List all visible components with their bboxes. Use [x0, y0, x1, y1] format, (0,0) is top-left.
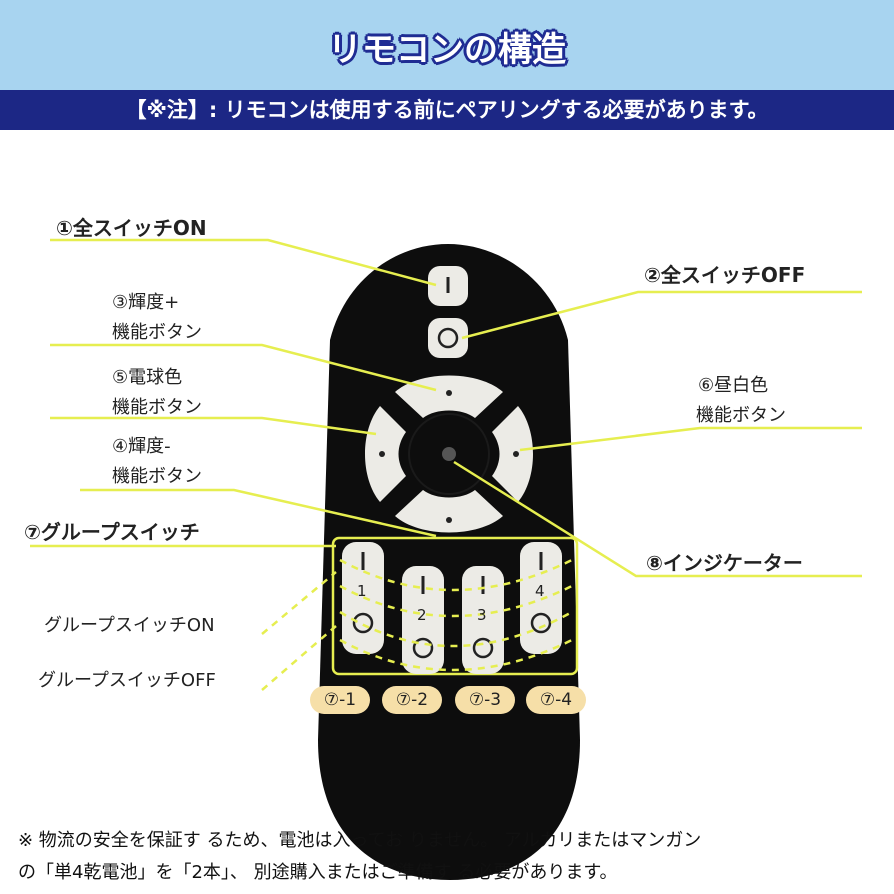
group-3-button — [462, 566, 504, 674]
group-number-1: 1 — [357, 582, 367, 600]
dpad — [365, 375, 533, 533]
label-brightness-up-sub: 機能ボタン — [112, 322, 202, 343]
group-number-4: 4 — [535, 582, 545, 600]
pairing-notice: 【※注】: リモコンは使用する前にペアリングする必要があります。 — [0, 90, 894, 130]
group-switch-frame — [331, 536, 579, 676]
group-off-arc — [339, 610, 573, 648]
pill-group-2: ⑦-2 — [382, 686, 442, 714]
brightness-down-button — [395, 490, 503, 533]
footer-line-1: ※ 物流の安全を保証す るため、電池は入ってお りません。 アルカリまたはマンガ… — [18, 830, 702, 851]
label-all-on: ①全スイッチON — [56, 216, 207, 240]
group-buttons — [342, 542, 562, 674]
pill-group-3: ⑦-3 — [455, 686, 515, 714]
label-warm-color-sub: 機能ボタン — [112, 397, 202, 418]
daylight-button — [492, 406, 533, 502]
group-4-button — [520, 542, 562, 654]
header-banner — [0, 0, 894, 90]
remote-body — [318, 244, 580, 880]
pill-group-1: ⑦-1 — [310, 686, 370, 714]
label-warm-color: ⑤電球色 — [112, 367, 183, 388]
label-group-off: グループスイッチOFF — [38, 670, 216, 691]
indicator-light — [442, 447, 456, 461]
group-1-button — [342, 542, 384, 654]
group-2-button — [402, 566, 444, 674]
pill-group-4: ⑦-4 — [526, 686, 586, 714]
label-daylight-sub: 機能ボタン — [696, 405, 786, 426]
group-number-2: 2 — [417, 606, 427, 624]
page-title: リモコンの構造 — [328, 30, 566, 70]
group-on-arc — [339, 558, 573, 592]
label-indicator: ⑧インジケーター — [646, 551, 803, 575]
label-all-off: ②全スイッチOFF — [644, 263, 806, 287]
warm-color-button — [365, 406, 406, 502]
leader-lines — [30, 238, 862, 578]
label-group-on: グループスイッチON — [44, 615, 215, 636]
label-brightness-down-sub: 機能ボタン — [112, 466, 202, 487]
label-brightness-up: ③輝度+ — [112, 292, 180, 313]
footer-line-2: の「単4乾電池」を「2本」、 別途購入またはご準備す る必要があります。 — [18, 862, 618, 883]
all-off-button — [428, 318, 468, 358]
label-brightness-down: ④輝度- — [112, 436, 171, 457]
group-number-3: 3 — [477, 606, 487, 624]
label-daylight: ⑥昼白色 — [698, 375, 769, 396]
label-group-switch: ⑦グループスイッチ — [24, 520, 200, 544]
